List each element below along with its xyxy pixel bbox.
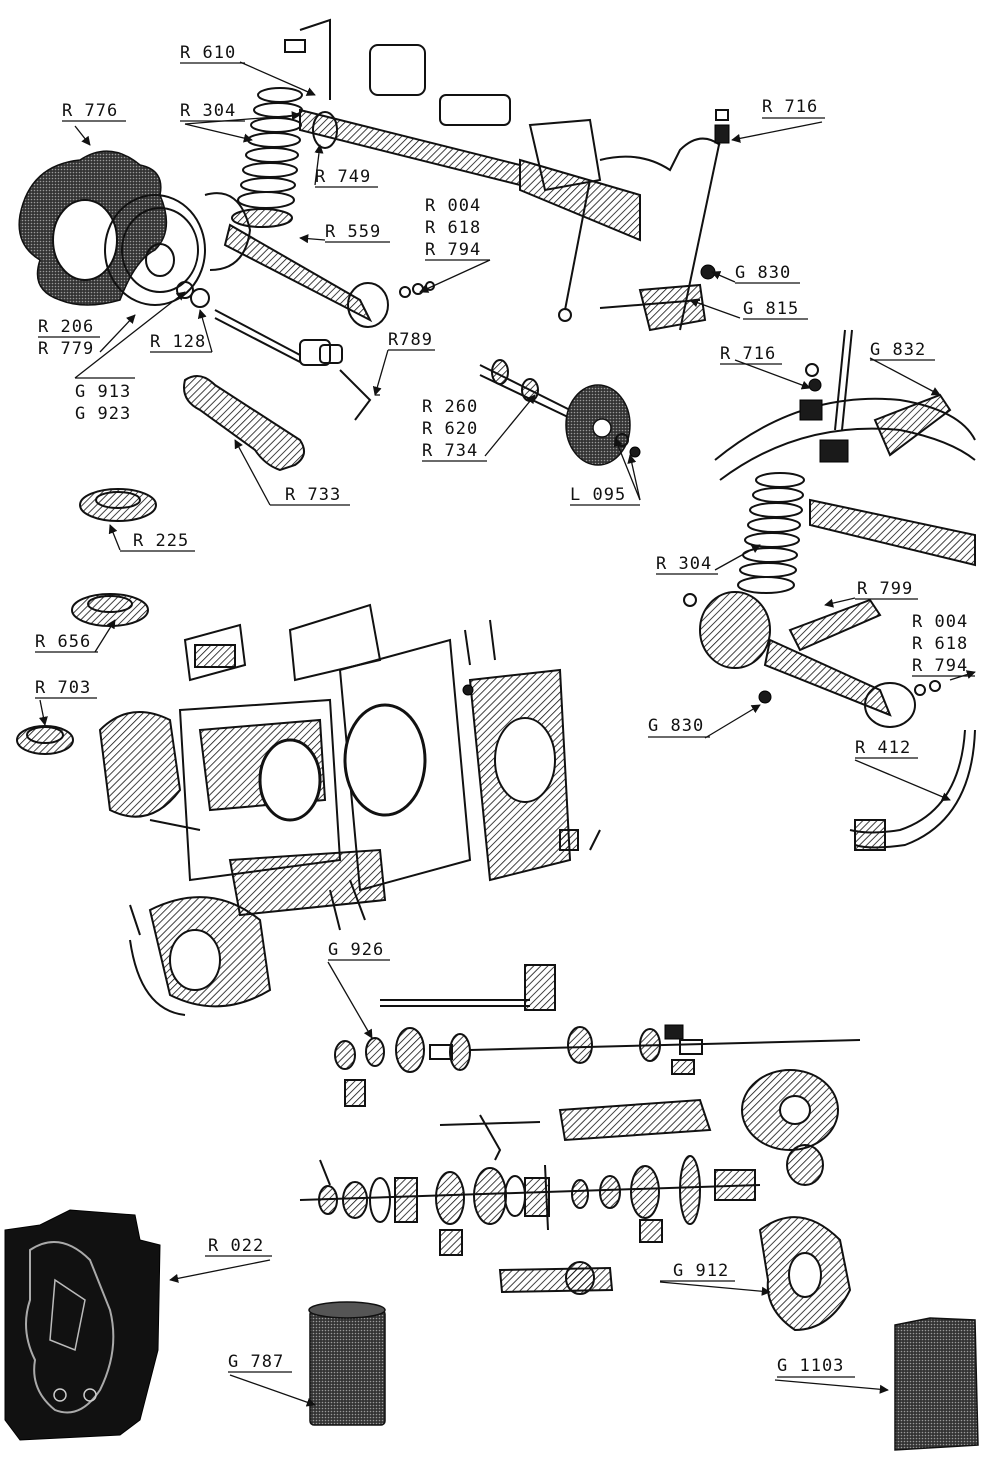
- label-r610: R 610: [180, 43, 236, 63]
- coil-spring-top: [231, 87, 338, 228]
- bearing-r225: [79, 488, 157, 522]
- label-l095: L 095: [570, 485, 626, 505]
- strap-r412: [849, 729, 976, 851]
- label-g926: G 926: [328, 940, 384, 960]
- label-g832: G 832: [870, 340, 926, 360]
- label-r620: R 620: [422, 419, 478, 439]
- bearing-r656: [71, 593, 149, 627]
- label-r304-top: R 304: [180, 101, 236, 121]
- rubber-boot: [183, 375, 305, 472]
- label-r779: R 779: [38, 339, 94, 359]
- label-r128: R 128: [150, 332, 206, 352]
- label-g1103: G 1103: [777, 1356, 844, 1376]
- label-r412: R 412: [855, 738, 911, 758]
- label-r794-a: R 794: [425, 240, 481, 260]
- label-r716-top: R 716: [762, 97, 818, 117]
- label-g830-top: G 830: [735, 263, 791, 283]
- wheel-hub: [18, 150, 252, 306]
- label-r004-b: R 004: [912, 612, 968, 632]
- label-r618-a: R 618: [425, 218, 481, 238]
- label-r618-b: R 618: [912, 634, 968, 654]
- label-r703: R 703: [35, 678, 91, 698]
- label-r749: R 749: [315, 167, 371, 187]
- shift-cover-r022: [4, 1209, 161, 1441]
- label-r225: R 225: [133, 531, 189, 551]
- label-r206: R 206: [38, 317, 94, 337]
- gear-r703: [16, 725, 74, 755]
- label-r794-b: R 794: [912, 656, 968, 676]
- label-g815: G 815: [743, 299, 799, 319]
- label-r799: R 799: [857, 579, 913, 599]
- label-r734: R 734: [422, 441, 478, 461]
- label-r733: R 733: [285, 485, 341, 505]
- label-r260: R 260: [422, 397, 478, 417]
- front-axle-assembly: [284, 18, 730, 332]
- oil-box-g1103: [894, 1317, 979, 1451]
- label-r716-mid: R 716: [720, 344, 776, 364]
- leader-lines: [38, 61, 976, 1407]
- rear-suspension: [683, 329, 976, 728]
- oil-can-g787: [308, 1301, 386, 1426]
- gearbox-housing: [98, 603, 601, 1016]
- label-r789: R789: [388, 330, 433, 350]
- label-g830-mid: G 830: [648, 716, 704, 736]
- label-r656: R 656: [35, 632, 91, 652]
- label-r004-a: R 004: [425, 196, 481, 216]
- label-r022: R 022: [208, 1236, 264, 1256]
- label-r776: R 776: [62, 101, 118, 121]
- part-number-labels: R 610 R 776 R 304 R 749 R 716 R 559 R 00…: [35, 43, 975, 1378]
- label-g912: G 912: [673, 1261, 729, 1281]
- label-g923: G 923: [75, 404, 131, 424]
- drive-shaft: [176, 281, 372, 421]
- label-g913: G 913: [75, 382, 131, 402]
- brake-plate: [479, 359, 641, 466]
- label-r559: R 559: [325, 222, 381, 242]
- gear-train: [299, 964, 861, 1332]
- label-r304-mid: R 304: [656, 554, 712, 574]
- label-g787: G 787: [228, 1352, 284, 1372]
